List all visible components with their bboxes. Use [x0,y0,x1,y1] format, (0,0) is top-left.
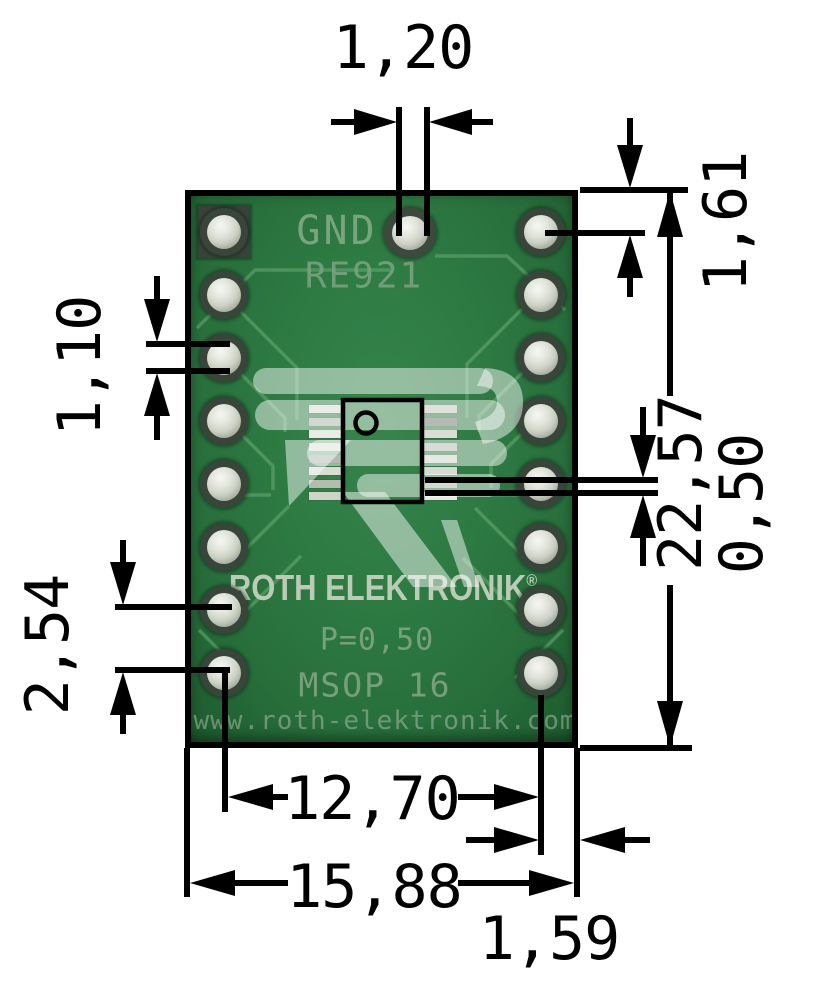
dim-label-pad-diameter: 1,10 [45,295,115,437]
dim-label-pin-to-edge: 1,59 [478,904,620,974]
dim-label-row-spacing: 12,70 [284,764,461,834]
pcb-board: GND RE921 ROTH ELEKTRONIK® P=0,50 MSOP 1… [185,190,578,748]
dim-label-top-edge-to-pin: 1,61 [691,151,761,293]
dim-label-board-width: 15,88 [286,852,463,922]
dim-label-smd-pitch: 0,50 [707,433,777,575]
dim-pin-to-edge [466,827,650,853]
dim-label-board-length: 22,57 [646,395,716,571]
dim-label-pin-pitch: 2,54 [13,574,83,716]
roth-elektronik-watermark-logo [253,368,523,587]
dim-label-gnd-pad-width: 1,20 [332,13,474,83]
